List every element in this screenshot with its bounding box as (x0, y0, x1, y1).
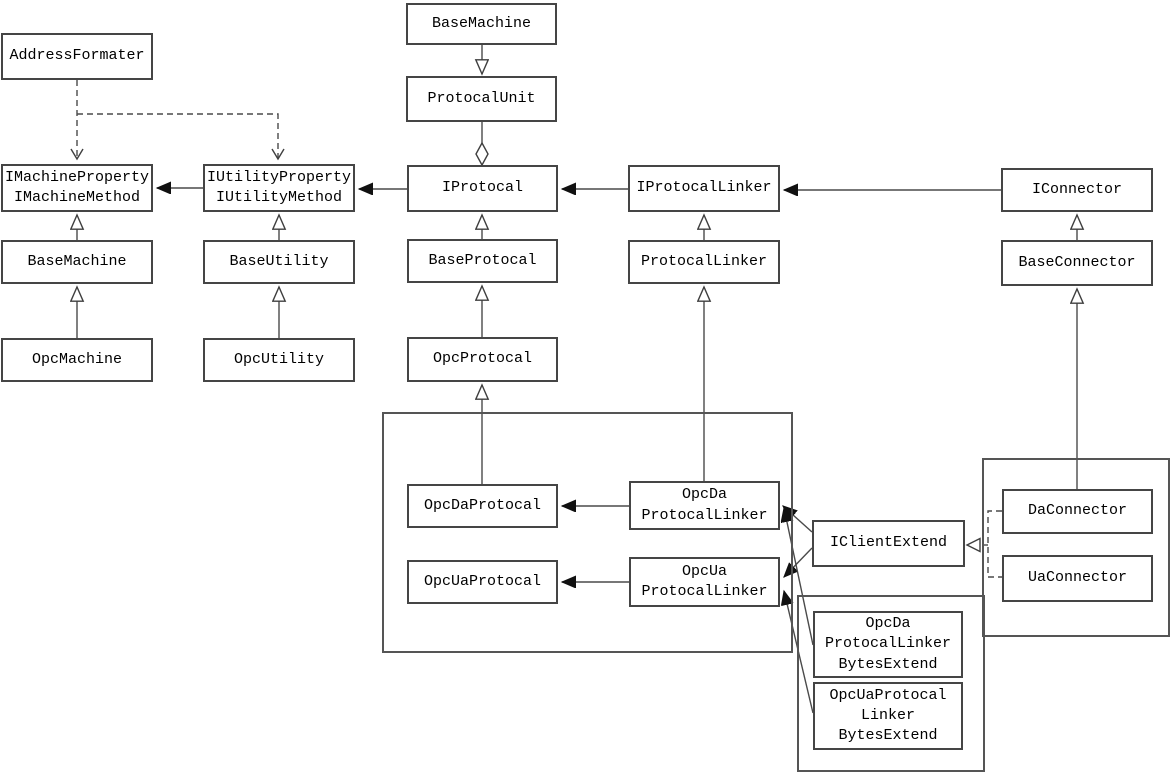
class-box-daconnector: DaConnector (1002, 489, 1153, 534)
class-box-iconnector: IConnector (1001, 168, 1153, 212)
edge-aggregation-protocalunit-iprotocal (475, 122, 489, 167)
edge-association-iclientextend-opcualinker (784, 547, 813, 577)
edge-association-opcdabytesextend-opcdalinker (784, 508, 814, 646)
class-box-baseutility: BaseUtility (203, 240, 355, 284)
class-box-opcmachine: OpcMachine (1, 338, 153, 382)
class-box-opcuaprotocal-linker-bytesextend: OpcUaProtocal Linker BytesExtend (813, 682, 963, 750)
class-box-uaconnector: UaConnector (1002, 555, 1153, 602)
class-box-iprotocallinker: IProtocalLinker (628, 165, 780, 212)
class-box-iutilityproperty-iutilitymethod: IUtilityProperty IUtilityMethod (203, 164, 355, 212)
class-box-opcda-protocallinker-bytesextend: OpcDa ProtocalLinker BytesExtend (813, 611, 963, 678)
class-box-basemachine: BaseMachine (1, 240, 153, 284)
class-box-basemachine-top: BaseMachine (406, 3, 557, 45)
class-box-imachineproperty-imachinemethod: IMachineProperty IMachineMethod (1, 164, 153, 212)
group-box-bytes-extend (797, 595, 985, 772)
class-box-opcdaprotocal: OpcDaProtocal (407, 484, 558, 528)
group-box-opc-protocal-linkers (382, 412, 793, 653)
class-box-protocalunit: ProtocalUnit (406, 76, 557, 122)
class-box-opcda-protocallinker: OpcDa ProtocalLinker (629, 481, 780, 530)
class-box-opcutility: OpcUtility (203, 338, 355, 382)
class-box-baseprotocal: BaseProtocal (407, 239, 558, 283)
class-box-opcua-protocallinker: OpcUa ProtocalLinker (629, 557, 780, 607)
aggregation-diamond (475, 141, 489, 167)
class-box-opcprotocal: OpcProtocal (407, 337, 558, 382)
class-box-addressformater: AddressFormater (1, 33, 153, 80)
class-box-iprotocal: IProtocal (407, 165, 558, 212)
class-box-opcuaprotocal: OpcUaProtocal (407, 560, 558, 604)
class-box-baseconnector: BaseConnector (1001, 240, 1153, 286)
edge-dependency-addressformater-iutility (77, 113, 285, 161)
class-box-protocallinker: ProtocalLinker (628, 240, 780, 284)
group-box-connectors (982, 458, 1170, 637)
class-box-iclientextend: IClientExtend (812, 520, 965, 567)
realization-triangle (965, 537, 981, 553)
